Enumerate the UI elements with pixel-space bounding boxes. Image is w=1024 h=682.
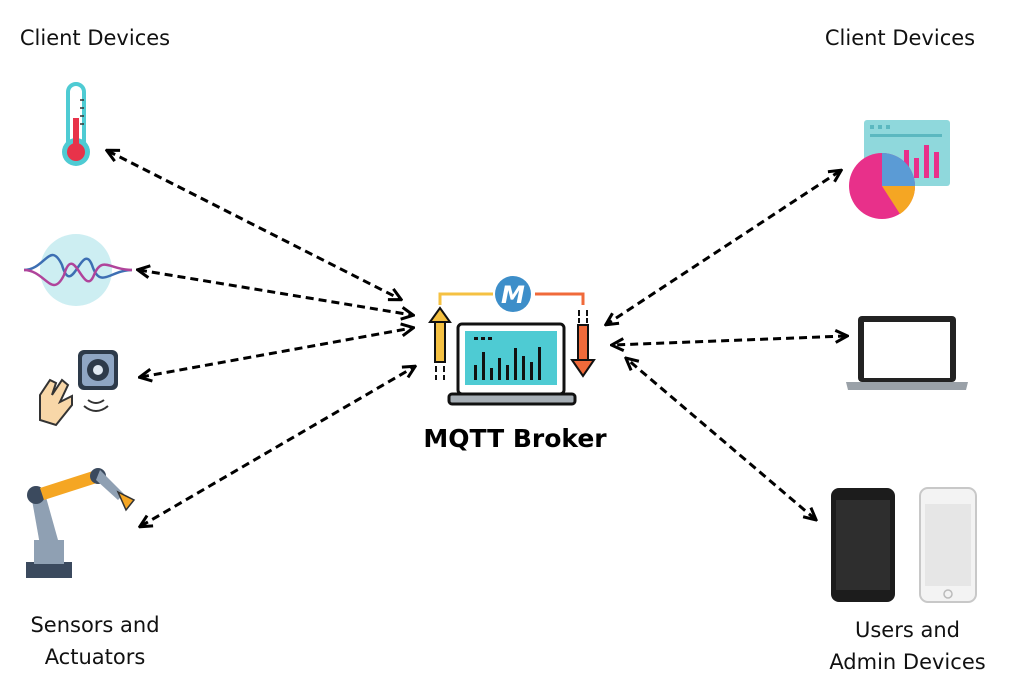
smartphones-icon — [831, 487, 977, 603]
thermometer-icon — [62, 82, 90, 166]
sensors-label-line1: Sensors and — [30, 613, 160, 637]
laptop-icon — [846, 316, 968, 390]
mqtt-broker-icon: M — [428, 276, 596, 406]
sensors-label: Sensors and Actuators — [10, 609, 180, 673]
connection-dashboard — [607, 171, 840, 324]
connection-gesture — [141, 328, 412, 377]
connection-thermometer — [108, 151, 400, 299]
sensors-label-line2: Actuators — [44, 645, 146, 669]
users-label-line1: Users and — [855, 618, 960, 642]
users-label-line2: Admin Devices — [829, 650, 986, 674]
dashboard-chart-icon — [849, 120, 950, 219]
sound-wave-icon — [23, 234, 133, 306]
connection-robot — [141, 367, 414, 526]
gesture-sensor-icon — [39, 350, 118, 427]
broker-logo-icon: M — [501, 281, 525, 309]
connection-laptop — [613, 336, 846, 345]
robot-arm-icon — [26, 468, 136, 578]
users-label: Users and Admin Devices — [820, 614, 995, 678]
right-title: Client Devices — [824, 26, 976, 50]
connection-phones — [627, 359, 815, 519]
left-title: Client Devices — [19, 26, 171, 50]
broker-label: MQTT Broker — [423, 424, 607, 453]
connection-wave — [139, 270, 412, 315]
